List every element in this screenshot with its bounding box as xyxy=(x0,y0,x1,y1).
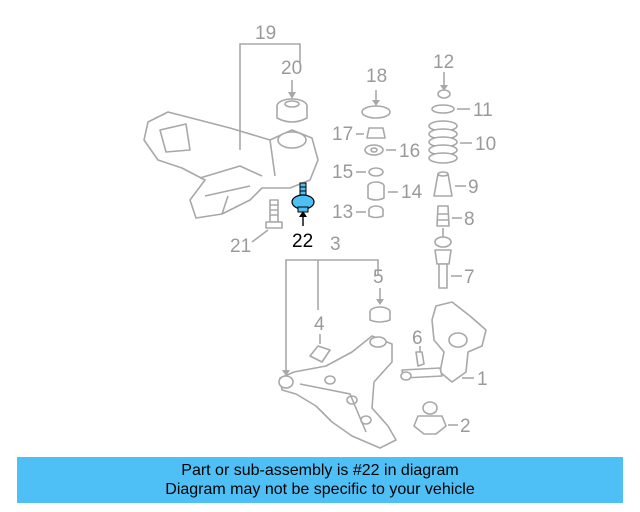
boot-part-9 xyxy=(433,171,466,197)
callout-10: 10 xyxy=(475,134,496,155)
callout-15: 15 xyxy=(332,162,353,183)
callout-2: 2 xyxy=(460,416,471,437)
washer-part-16 xyxy=(364,144,396,156)
callout-11: 11 xyxy=(473,100,493,121)
highlighted-part-22 xyxy=(291,182,315,226)
bracket-3 xyxy=(282,259,379,376)
callout-8: 8 xyxy=(464,209,475,230)
strut-part-7 xyxy=(434,228,462,289)
ball-joint-part-2 xyxy=(413,401,458,435)
callout-4: 4 xyxy=(314,314,325,335)
callout-1: 1 xyxy=(477,369,488,390)
caption-banner: Part or sub-assembly is #22 in diagram D… xyxy=(17,457,623,503)
callout-19: 19 xyxy=(255,23,276,44)
callout-18: 18 xyxy=(366,66,387,87)
caption-line-1: Part or sub-assembly is #22 in diagram xyxy=(181,462,459,479)
top-mount-part-18 xyxy=(361,90,391,119)
bracket-19 xyxy=(239,43,301,150)
seal-part-11 xyxy=(431,104,470,114)
callout-13: 13 xyxy=(332,202,353,223)
callout-9: 9 xyxy=(468,177,479,198)
callout-20: 20 xyxy=(281,58,302,79)
callout-5: 5 xyxy=(373,267,384,288)
bushing-part-13 xyxy=(356,205,384,219)
bump-stop-part-8 xyxy=(436,205,462,227)
callout-6: 6 xyxy=(412,328,423,349)
bushing-part-20 xyxy=(276,80,308,123)
nut-part-17 xyxy=(356,127,386,139)
callout-14: 14 xyxy=(401,182,423,203)
callout-3: 3 xyxy=(330,234,341,255)
bushing-part-5 xyxy=(369,288,391,323)
bushing-part-14 xyxy=(367,181,398,201)
bolt-part-21 xyxy=(251,199,283,243)
callout-12: 12 xyxy=(433,52,454,73)
callout-17: 17 xyxy=(332,124,353,145)
callout-22: 22 xyxy=(292,231,313,252)
control-arm-part-3 xyxy=(278,335,397,449)
callout-21: 21 xyxy=(230,236,251,257)
cap-part-12 xyxy=(437,72,451,99)
link-part-6 xyxy=(400,346,443,381)
bushing-part-4 xyxy=(309,334,331,363)
subframe-part-19 xyxy=(143,111,319,219)
callout-7: 7 xyxy=(464,267,475,288)
caption-line-2: Diagram may not be specific to your vehi… xyxy=(165,481,475,498)
ring-part-15 xyxy=(356,167,384,177)
callout-16: 16 xyxy=(399,141,420,162)
knuckle-part-1 xyxy=(431,301,487,383)
spring-part-10 xyxy=(428,120,472,164)
